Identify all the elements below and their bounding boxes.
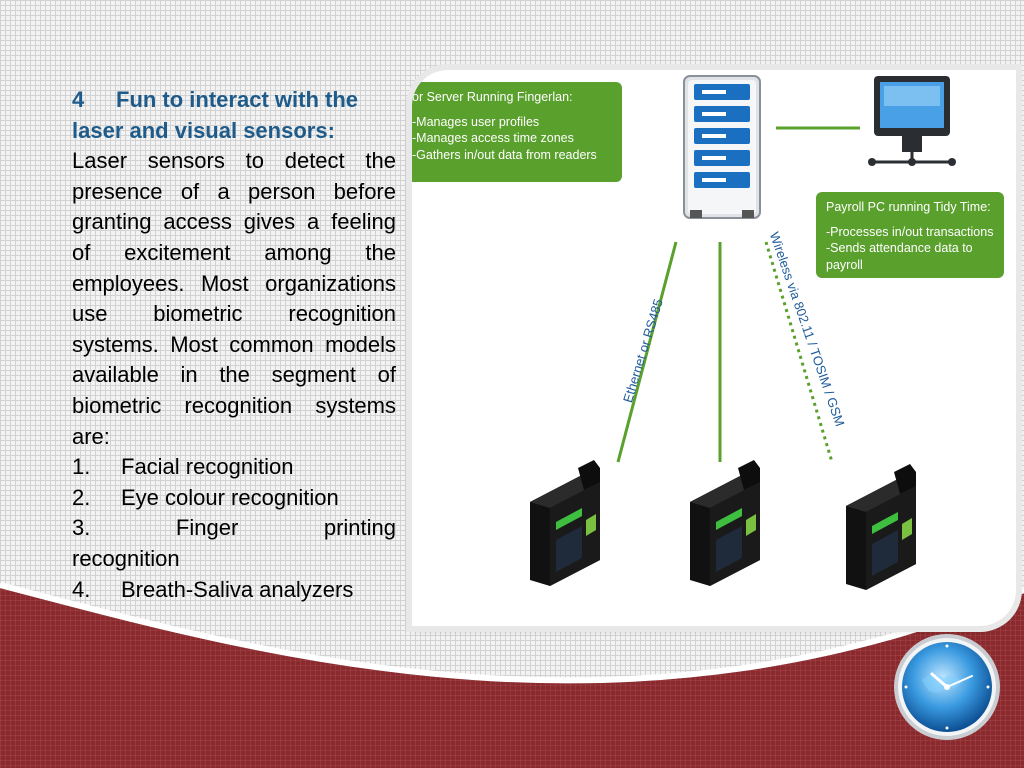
server-icon — [683, 75, 761, 219]
list-item: 2.Eye colour recognition — [72, 484, 339, 510]
payroll-info-box: Payroll PC running Tidy Time: -Processes… — [816, 192, 1004, 278]
wireless-link — [764, 241, 834, 463]
ethernet-link — [616, 241, 678, 463]
white-curve — [0, 582, 1024, 684]
payroll-box-title: Payroll PC running Tidy Time: — [826, 200, 991, 214]
heading-number: 4 — [72, 87, 85, 112]
body-paragraph: Laser sensors to detect the presence of … — [72, 148, 396, 449]
network-diagram: or Server Running Fingerlan: -Manages us… — [412, 70, 1016, 626]
maroon-band — [0, 585, 1024, 768]
fingerprint-terminal-icon — [530, 460, 600, 586]
server-info-box: or Server Running Fingerlan: -Manages us… — [412, 82, 622, 182]
clock-icon — [894, 634, 1000, 740]
heading-text: Fun to interact with the laser and visua… — [72, 87, 358, 143]
fingerprint-terminal-icon — [846, 464, 916, 590]
fingerprint-terminal-icon — [690, 460, 760, 586]
list-item: 1.Facial recognition — [72, 454, 294, 480]
computer-icon — [868, 76, 956, 166]
diagram-graphics — [530, 75, 956, 590]
list-item: 4.Breath-Saliva analyzers — [72, 576, 354, 602]
server-box-title: or Server Running Fingerlan: — [412, 90, 573, 104]
